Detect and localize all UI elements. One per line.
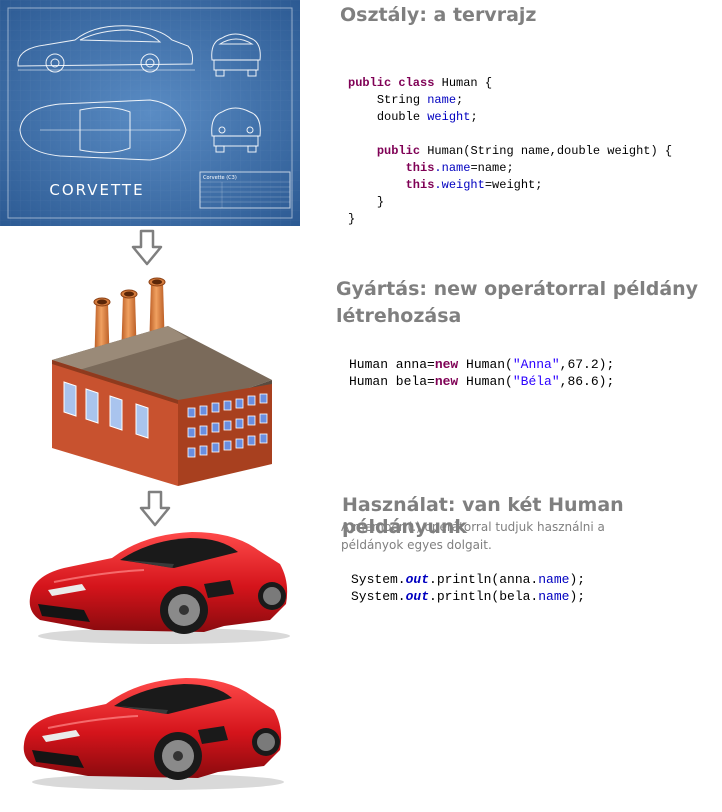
- blueprint-spec-table: Corvette (C3): [199, 171, 291, 209]
- corvette-blueprint-image: CORVETTE Corvette (C3): [0, 0, 300, 226]
- class-code-block: public class Human { String name; double…: [348, 75, 672, 228]
- usage-code-block: System.out.println(anna.name); System.out…: [351, 571, 585, 605]
- code-line: Human bela=new Human("Béla",86.6);: [349, 374, 615, 389]
- code-line: public Human(String name,double weight) …: [376, 144, 673, 158]
- instantiation-code-block: Human anna=new Human("Anna",67.2); Human …: [349, 356, 614, 390]
- blueprint-brand-text: CORVETTE: [49, 181, 144, 199]
- red-sports-car-image: [23, 678, 284, 790]
- code-line: }: [348, 212, 356, 226]
- code-line: [348, 126, 672, 143]
- code-line: this.weight=weight;: [405, 178, 543, 192]
- red-sports-car-image: [29, 532, 290, 644]
- blueprint-spec-title: Corvette (C3): [203, 175, 237, 181]
- section-class-title: Osztály: a tervrajz: [340, 4, 537, 26]
- code-line: double weight;: [376, 110, 478, 124]
- arrow-down-icon: [139, 490, 171, 527]
- arrow-down-icon: [131, 229, 163, 266]
- code-line: this.name=name;: [405, 161, 514, 175]
- factory-image: [52, 277, 272, 486]
- section-usage-title: Használat: van két Human példányunk: [342, 494, 624, 538]
- usage-description: A member (.) operátorral tudjuk használn…: [341, 520, 605, 552]
- code-line: String name;: [376, 93, 464, 107]
- code-line: }: [376, 195, 385, 209]
- code-line: public class Human {: [348, 76, 493, 90]
- code-line: Human anna=new Human("Anna",67.2);: [349, 357, 615, 372]
- code-line: System.out.println(bela.name);: [351, 589, 586, 604]
- code-line: System.out.println(anna.name);: [351, 572, 586, 587]
